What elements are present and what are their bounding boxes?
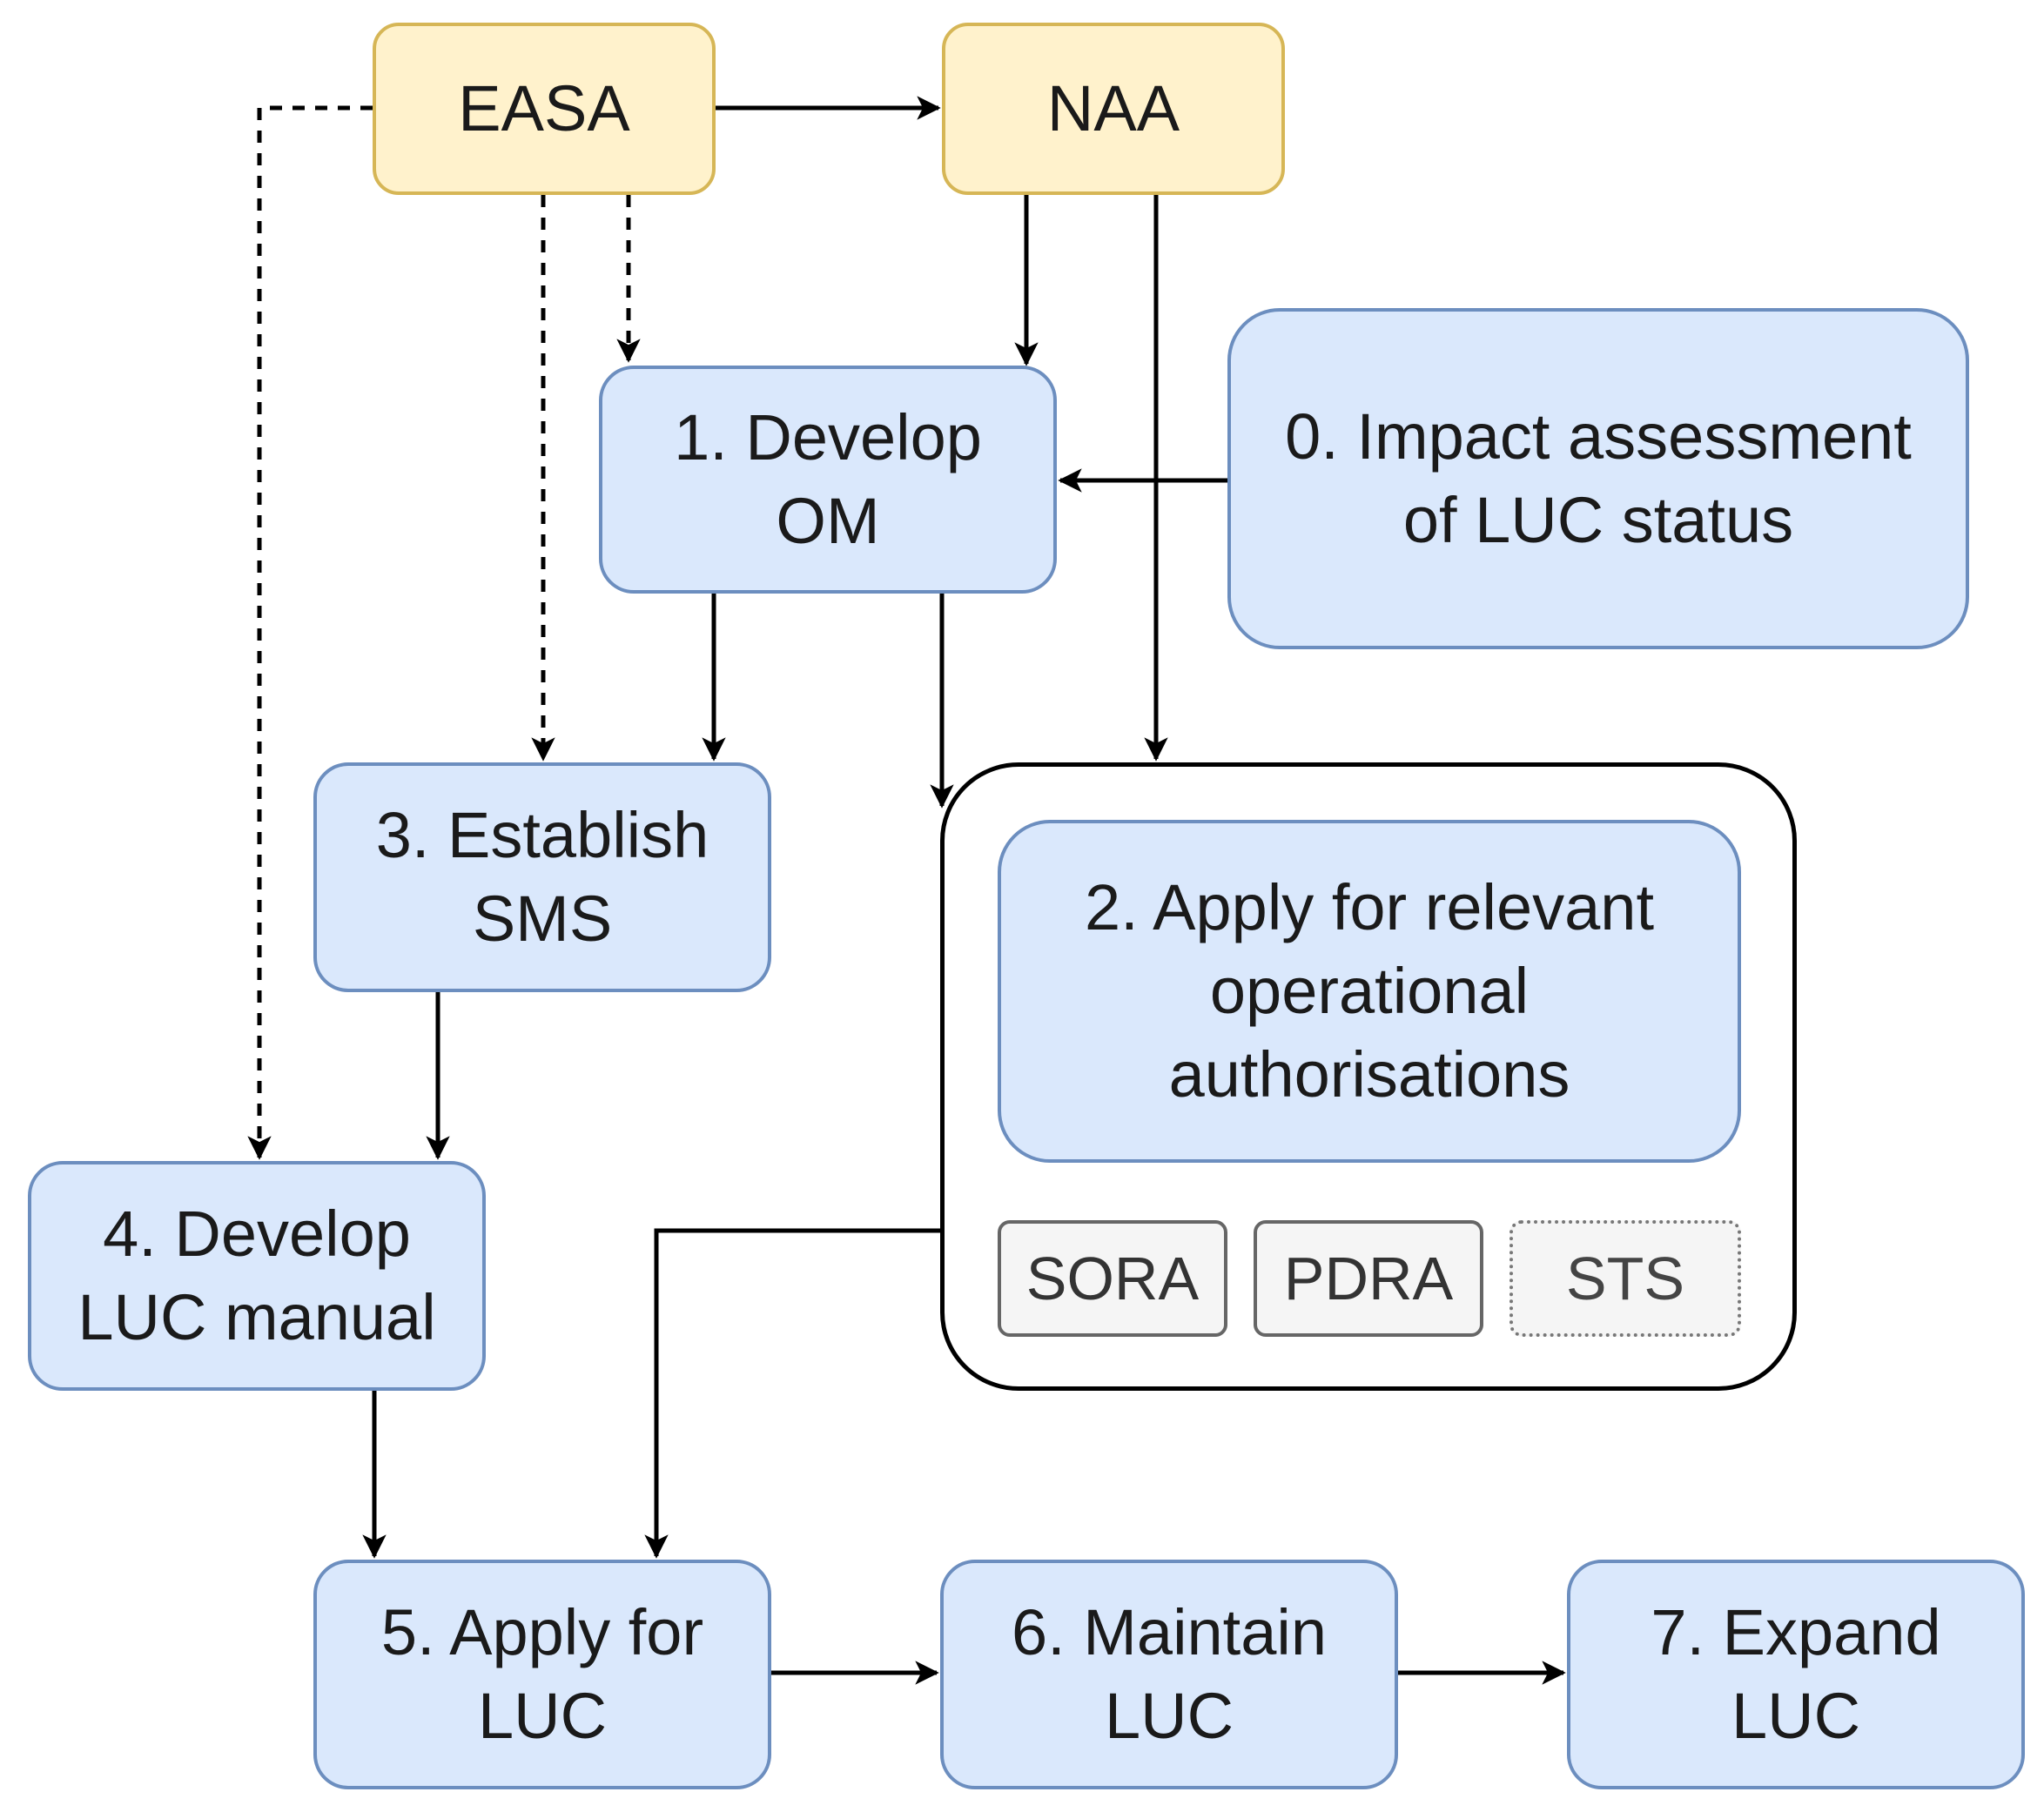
step5-apply-for-luc-node: 5. Apply for LUC	[313, 1560, 771, 1789]
step6-maintain-luc-node: 6. Maintain LUC	[940, 1560, 1398, 1789]
step0-label: 0. Impact assessment of LUC status	[1285, 399, 1912, 556]
connector-step2-step5	[644, 1228, 940, 1559]
step3-label: 3. Establish SMS	[375, 798, 709, 955]
pdra-tag: PDRA	[1254, 1220, 1483, 1337]
sts-tag: STS	[1509, 1220, 1741, 1337]
sora-label: SORA	[1025, 1244, 1200, 1312]
sora-tag: SORA	[998, 1220, 1227, 1337]
connector-easa-step4	[247, 105, 373, 1160]
step2-label: 2. Apply for relevant operational author…	[1084, 870, 1655, 1111]
sts-label: STS	[1565, 1244, 1685, 1312]
step4-develop-luc-manual-node: 4. Develop LUC manual	[28, 1161, 486, 1391]
step5-label: 5. Apply for LUC	[380, 1595, 704, 1752]
step7-expand-luc-node: 7. Expand LUC	[1567, 1560, 2025, 1789]
easa-label: EASA	[458, 71, 630, 144]
naa-label: NAA	[1046, 71, 1180, 144]
step1-develop-om-node: 1. Develop OM	[599, 366, 1057, 594]
step7-label: 7. Expand LUC	[1651, 1595, 1941, 1752]
easa-node: EASA	[373, 23, 716, 195]
step4-label: 4. Develop LUC manual	[77, 1197, 436, 1353]
naa-node: NAA	[942, 23, 1285, 195]
step0-impact-assessment-node: 0. Impact assessment of LUC status	[1227, 308, 1969, 649]
step1-label: 1. Develop OM	[674, 400, 982, 557]
step3-establish-sms-node: 3. Establish SMS	[313, 762, 771, 992]
pdra-label: PDRA	[1283, 1244, 1454, 1312]
step6-label: 6. Maintain LUC	[1012, 1595, 1327, 1752]
step2-apply-authorisations-node: 2. Apply for relevant operational author…	[998, 820, 1741, 1163]
